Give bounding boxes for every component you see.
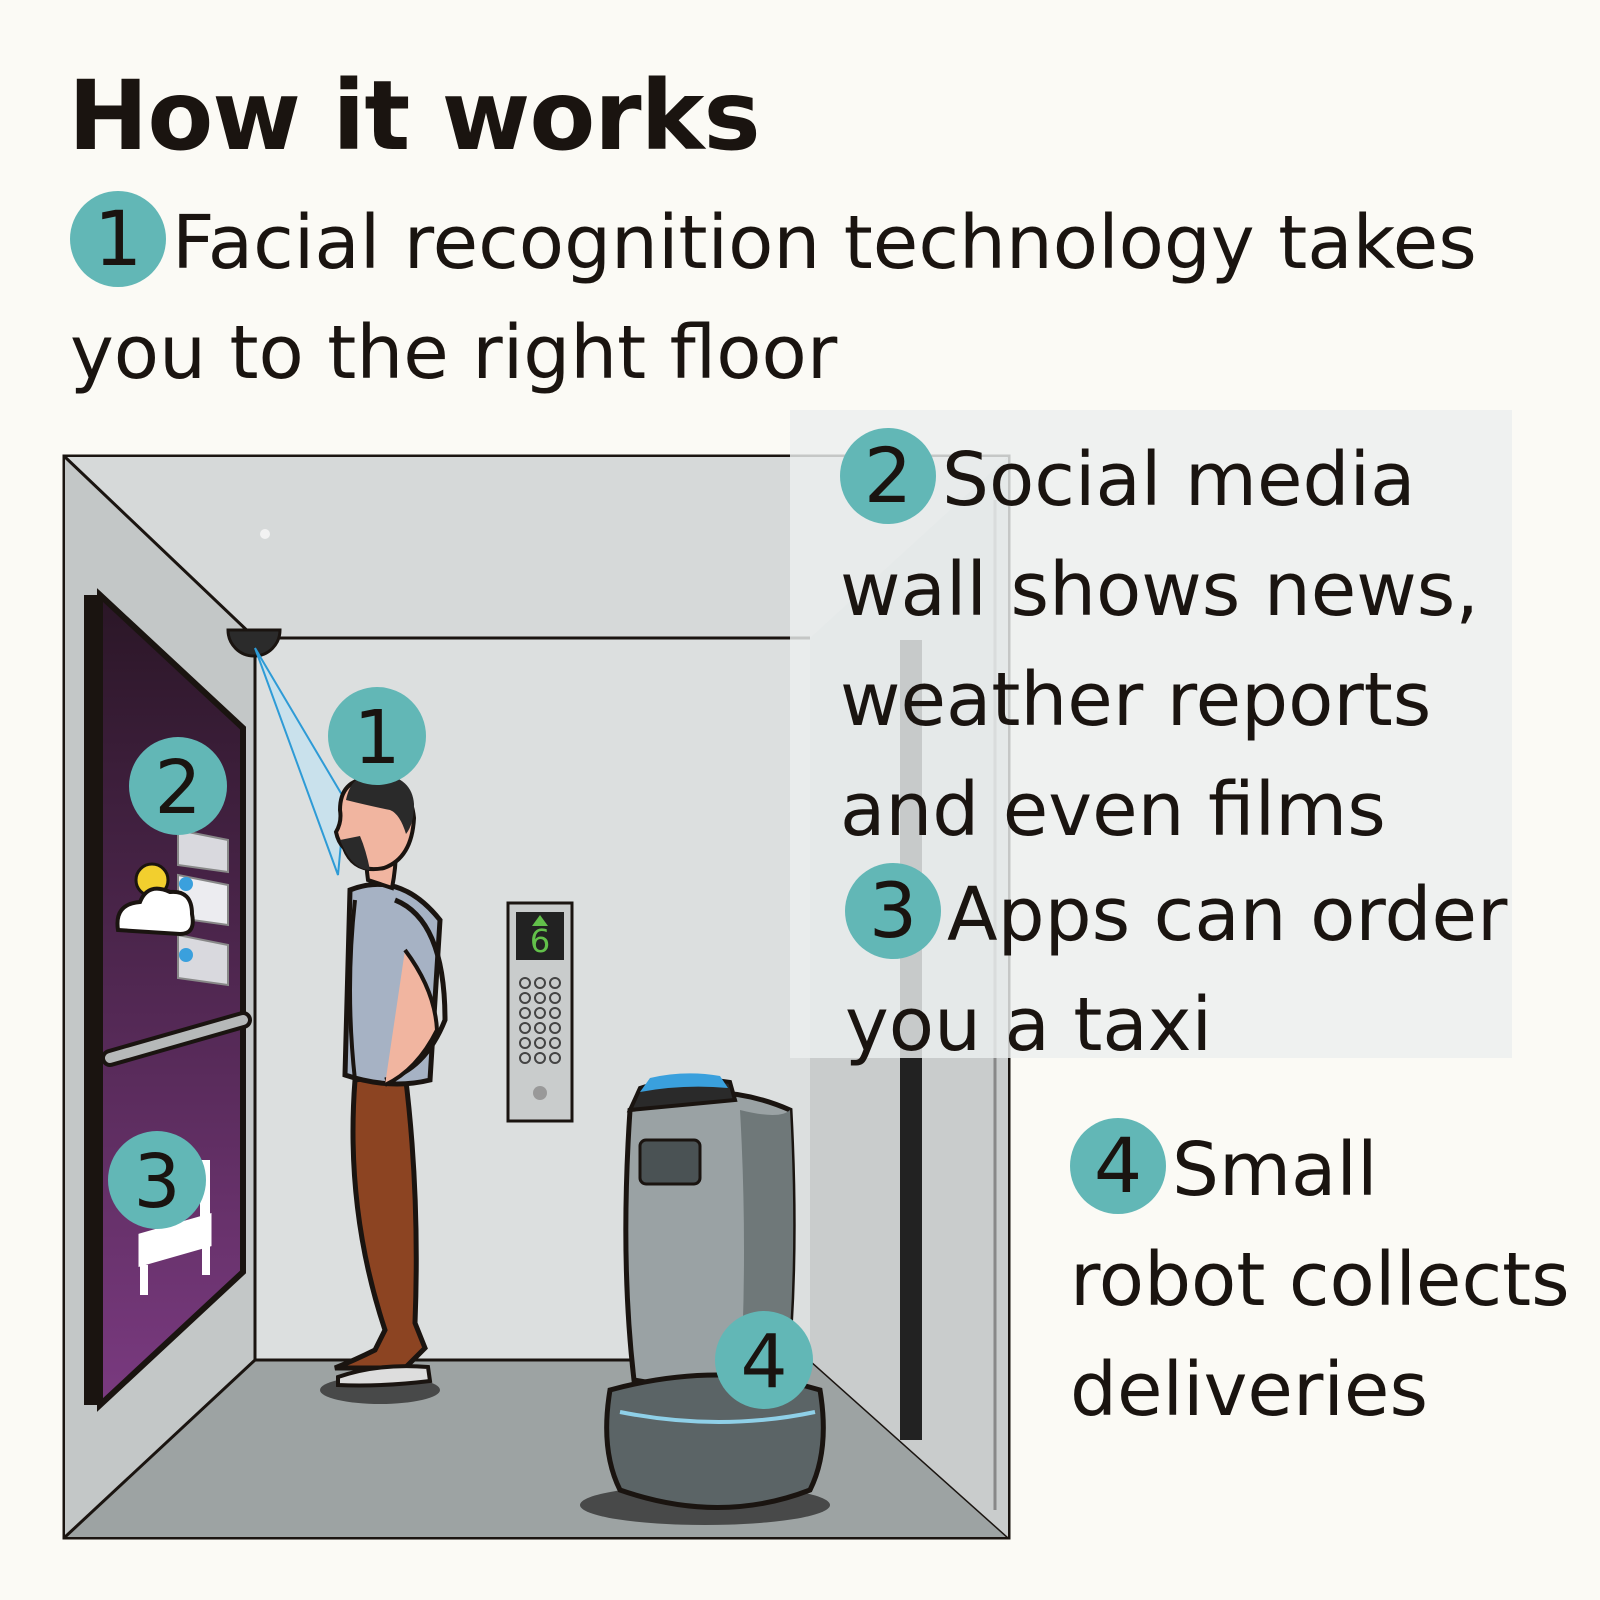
man-figure — [320, 773, 448, 1404]
marker-2: 2 — [129, 737, 227, 835]
marker-1: 1 — [328, 687, 426, 785]
page-title: How it works — [68, 60, 761, 172]
step-1-text: Facial recognition technology takes you … — [70, 200, 1477, 396]
social-media-wall — [84, 588, 252, 1412]
marker-1-label: 1 — [353, 695, 400, 781]
weather-icon — [115, 862, 195, 937]
marker-4: 4 — [715, 1311, 813, 1409]
step-1-badge: 1 — [70, 191, 166, 288]
floor-display: 6 — [530, 922, 550, 960]
bed-icon — [138, 1160, 212, 1295]
step-2-badge: 2 — [840, 428, 936, 525]
marker-2-label: 2 — [154, 745, 201, 831]
button-panel: 6 — [506, 901, 574, 1123]
marker-4-label: 4 — [740, 1319, 787, 1405]
step-2-text: Social media wall shows news, weather re… — [840, 437, 1479, 853]
step-4-badge: 4 — [1070, 1118, 1166, 1215]
marker-3: 3 — [108, 1131, 206, 1229]
step-3-badge: 3 — [845, 863, 941, 960]
step-3-text: Apps can order you a taxi — [845, 872, 1508, 1068]
marker-3-label: 3 — [133, 1139, 180, 1225]
step-4-text: Small robot collects deliveries — [1070, 1127, 1570, 1433]
